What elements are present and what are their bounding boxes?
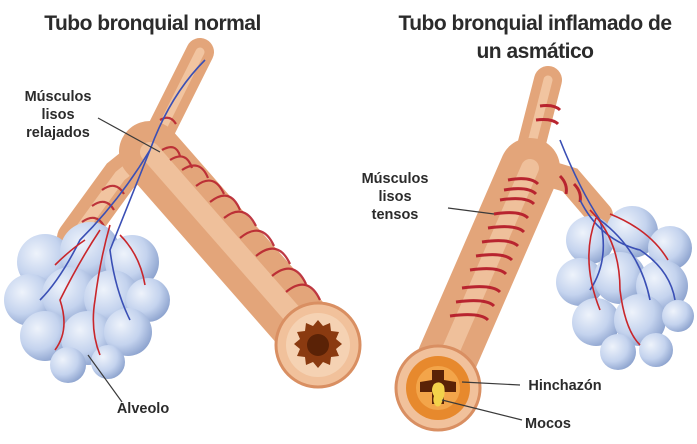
title-asthmatic: Tubo bronquial inflamado de un asmático	[385, 10, 685, 66]
normal-alveoli-cluster	[4, 222, 170, 383]
label-tense-line1: Músculos	[345, 170, 445, 188]
label-mucus: Mocos	[518, 415, 578, 433]
title-asthmatic-line1: Tubo bronquial inflamado de	[385, 10, 685, 38]
normal-cross-section	[276, 303, 360, 387]
title-normal: Tubo bronquial normal	[20, 10, 285, 38]
inflamed-cross-section	[396, 346, 480, 430]
label-relaxed-line2: lisos	[8, 106, 108, 124]
title-asthmatic-line2: un asmático	[385, 38, 685, 66]
label-relaxed-line1: Músculos	[8, 88, 108, 106]
label-tense-line3: tensos	[345, 206, 445, 224]
label-tense-line2: lisos	[345, 188, 445, 206]
label-alveolus: Alveolo	[98, 400, 188, 418]
label-tense-muscles: Músculos lisos tensos	[345, 170, 445, 224]
label-swelling: Hinchazón	[520, 377, 610, 395]
label-relaxed-muscles: Músculos lisos relajados	[8, 88, 108, 142]
asthmatic-alveoli-cluster	[556, 206, 694, 370]
label-relaxed-line3: relajados	[8, 124, 108, 142]
